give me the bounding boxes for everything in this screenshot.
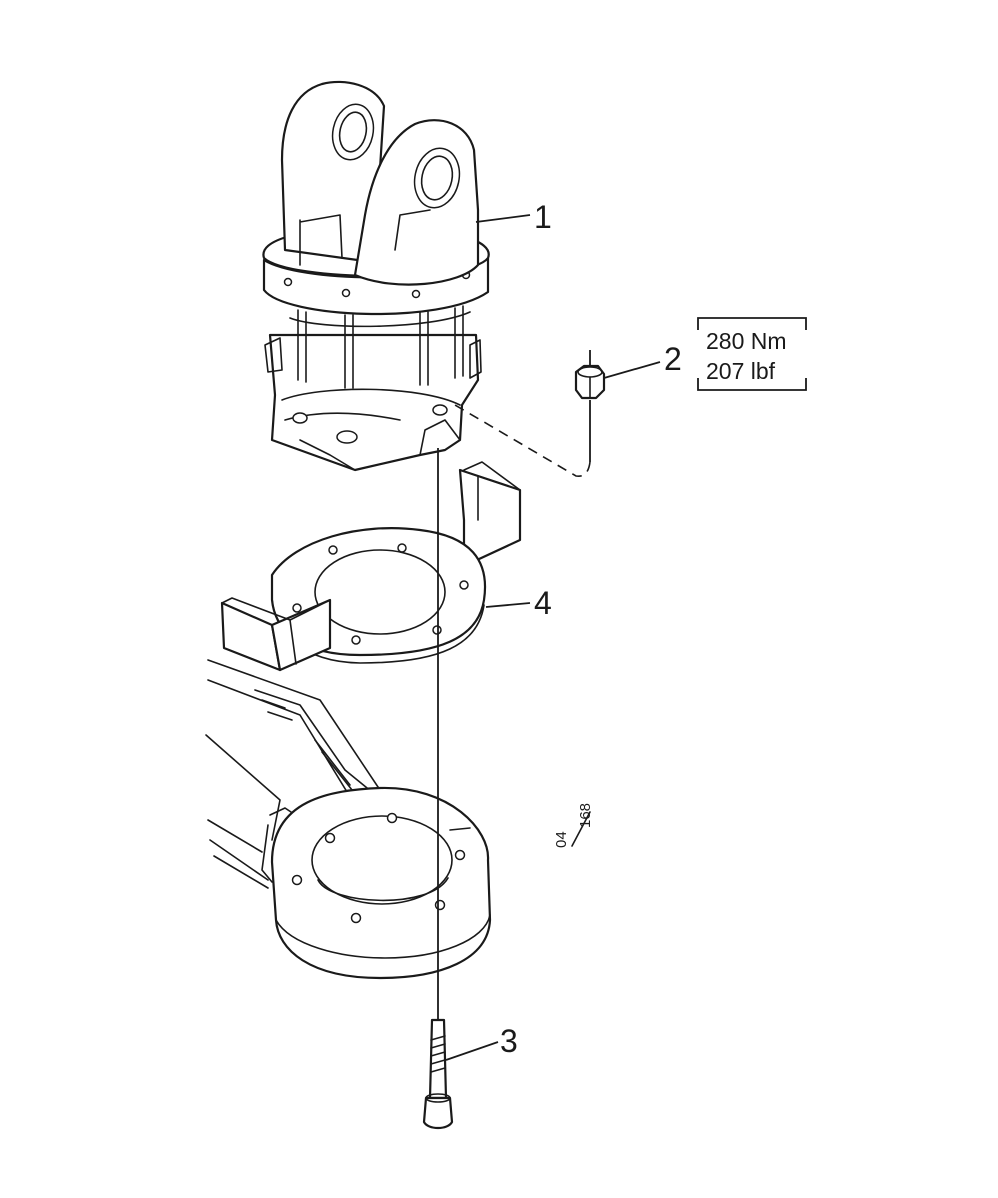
bracket-plate-part	[220, 461, 522, 672]
leader-line-2	[603, 361, 661, 379]
figure-ref-denominator: 168	[577, 803, 594, 828]
callout-4: 4	[534, 585, 552, 621]
torque-spec-box: 280 Nm 207 lbf	[697, 317, 807, 391]
boom-frame-part	[205, 659, 492, 980]
leader-line-3	[445, 1041, 499, 1061]
torque-nm: 280 Nm	[706, 328, 787, 354]
figure-ref-numerator: 04	[553, 831, 570, 848]
rotator-part	[262, 80, 490, 472]
callout-2: 2	[664, 341, 682, 377]
figure-reference: 04 168	[553, 803, 594, 848]
torque-lbf: 207 lbf	[706, 358, 776, 384]
leader-line-1	[475, 214, 531, 223]
bolt-part	[422, 448, 454, 1130]
nut-part	[454, 350, 606, 478]
leader-line-4	[485, 602, 531, 608]
callout-3: 3	[500, 1023, 518, 1059]
callout-1: 1	[534, 199, 552, 235]
